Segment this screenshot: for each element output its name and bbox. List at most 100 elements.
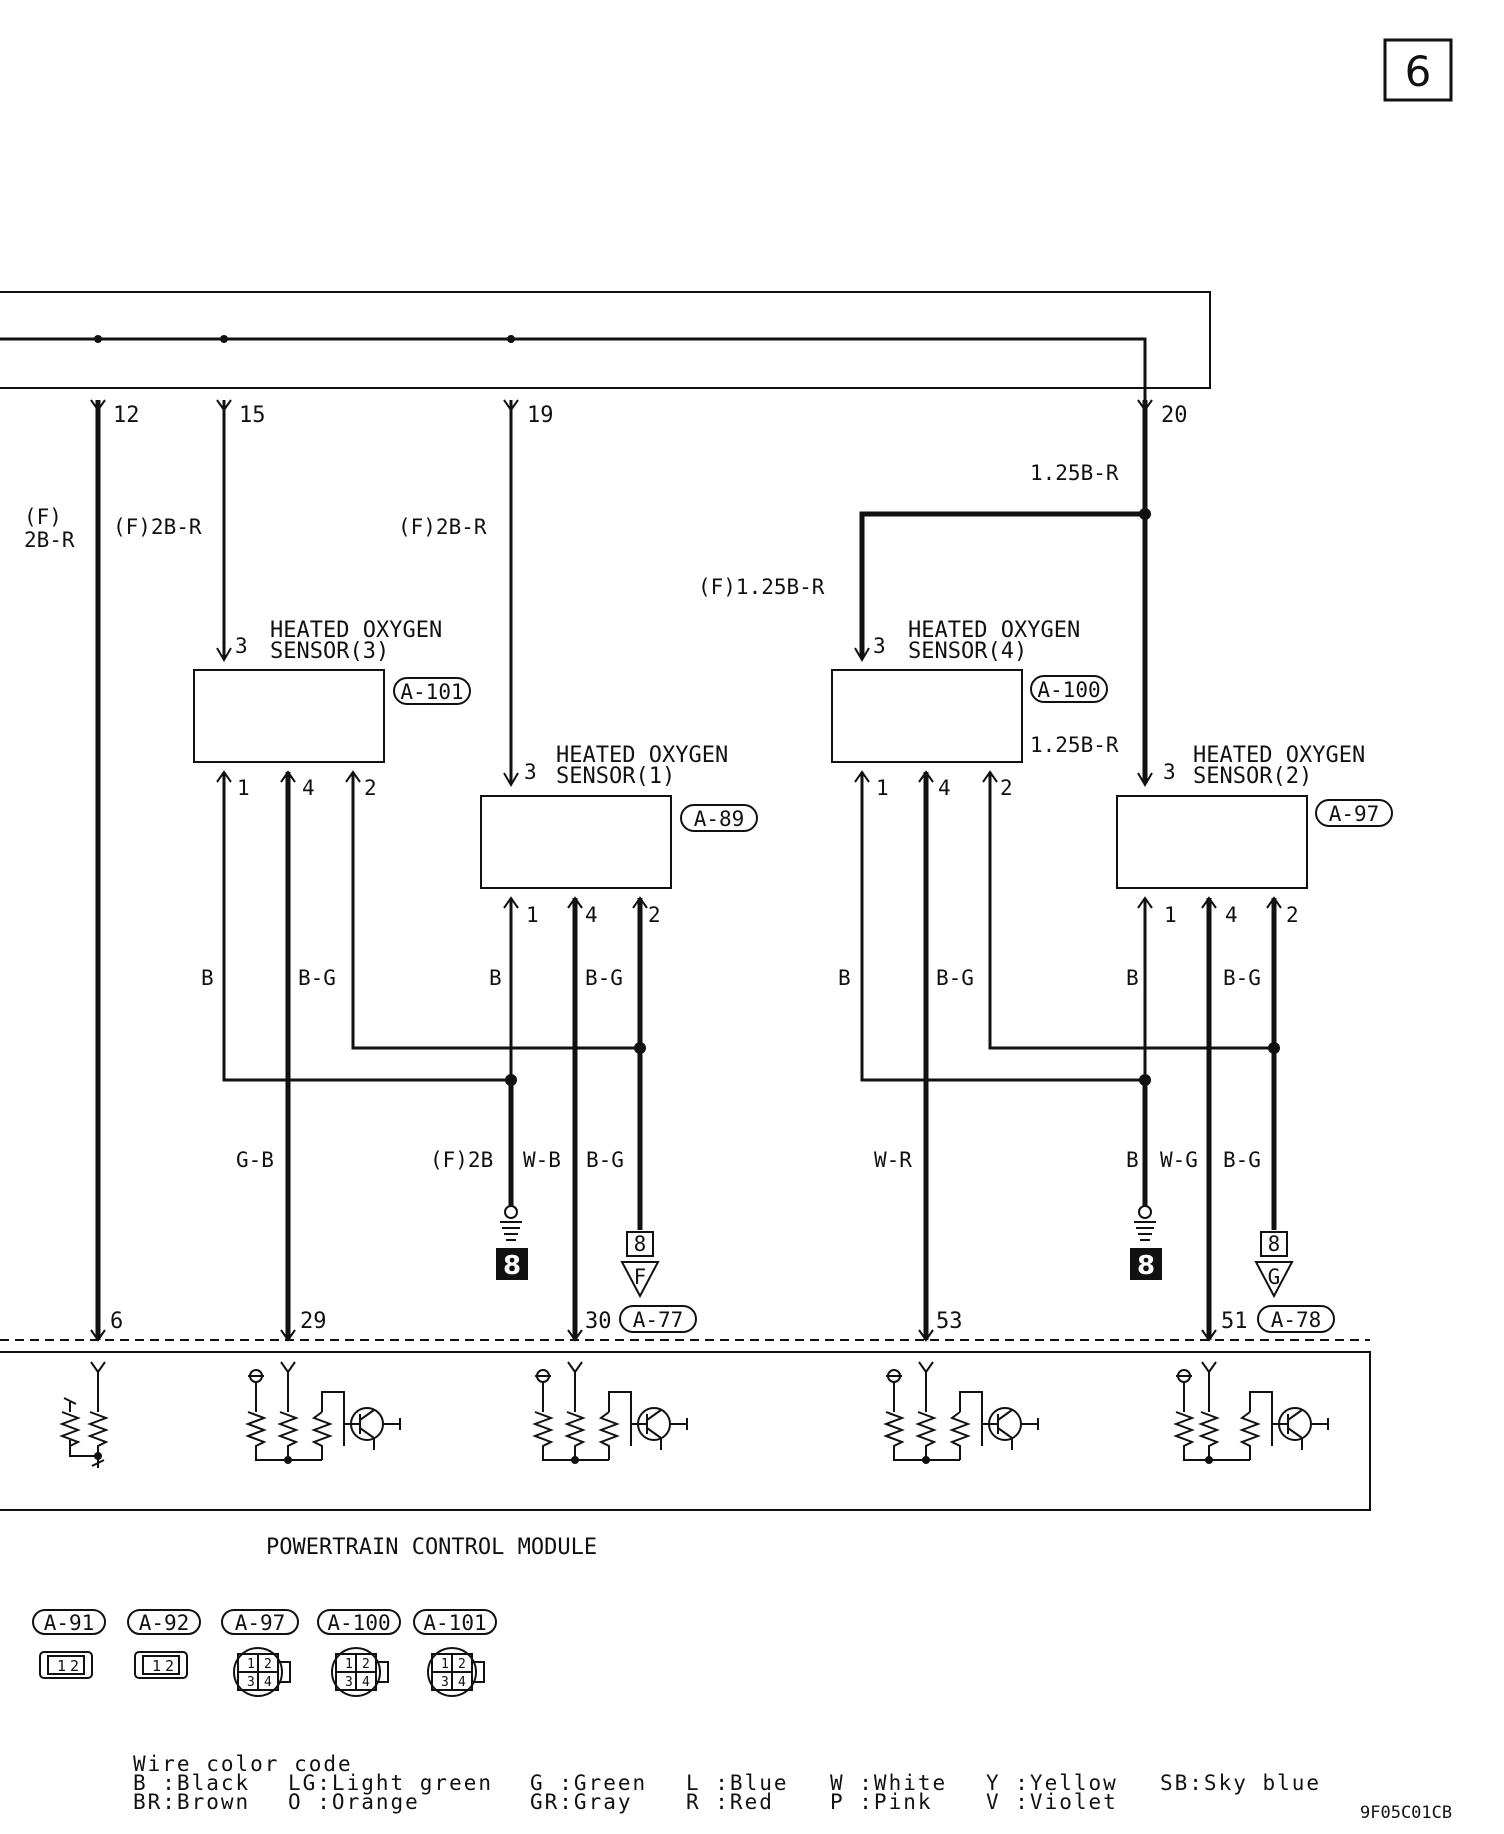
pcm-box [0,1339,1371,1511]
connector-a77: A-77 [633,1308,684,1332]
svg-text:G: G [1268,1265,1281,1289]
svg-text:3: 3 [235,634,248,658]
svg-text:2: 2 [362,1657,370,1672]
wire-pin20-branch [859,400,1148,658]
legend-title: Wire color code [133,1752,353,1776]
svg-text:P :Pink: P :Pink [830,1790,933,1814]
svg-text:A-97: A-97 [235,1611,286,1635]
pin-12-label: 12 [113,403,140,428]
wire-label-f125: (F)1.25B-R [698,575,825,599]
svg-text:B-G: B-G [936,966,974,990]
ground-left: 8 [496,1205,528,1281]
sensor-1-title: HEATED OXYGEN [556,743,728,768]
connector-a101: A-101 [400,680,463,704]
pin-19-label: 19 [527,403,554,428]
svg-text:6: 6 [110,1309,123,1334]
svg-text:SB:Sky blue: SB:Sky blue [1160,1771,1321,1795]
sensor-4: 3 HEATED OXYGEN SENSOR(4) A-100 1 4 2 [831,618,1108,800]
pin-20-label: 20 [1161,403,1188,428]
sensor-3: 3 HEATED OXYGEN SENSOR(3) A-101 1 4 2 [193,618,471,800]
svg-text:L :Blue: L :Blue [686,1771,789,1795]
svg-text:R :Red: R :Red [686,1790,774,1814]
svg-text:2: 2 [364,776,377,800]
svg-text:BR:Brown: BR:Brown [133,1790,250,1814]
sensor-2: 3 HEATED OXYGEN SENSOR(2) A-97 1 4 2 [1116,743,1393,927]
svg-text:B: B [1126,966,1139,990]
svg-text:F: F [634,1265,647,1289]
connector-a78: A-78 [1271,1308,1322,1332]
sensor-4-title: HEATED OXYGEN [908,618,1080,643]
top-bus [0,291,1211,400]
svg-text:4: 4 [1225,903,1238,927]
svg-text:O :Orange: O :Orange [288,1790,420,1814]
svg-text:A-101: A-101 [423,1611,486,1635]
svg-text:1: 1 [237,776,250,800]
wire-label-2b-r: 2B-R [24,528,75,552]
svg-text:W-R: W-R [874,1148,912,1172]
svg-text:B: B [838,966,851,990]
wire-label-pin19: (F)2B-R [398,515,487,539]
svg-text:V :Violet: V :Violet [986,1790,1118,1814]
svg-text:2: 2 [264,1657,272,1672]
svg-text:1: 1 [247,1657,255,1672]
svg-text:29: 29 [300,1309,327,1334]
svg-text:B: B [1126,1148,1139,1172]
svg-text:B: B [489,966,502,990]
sensor-1-subtitle: SENSOR(1) [556,764,675,789]
connector-a97: A-97 [1329,802,1380,826]
svg-text:4: 4 [458,1675,466,1690]
left-sensor-wiring [222,772,646,1340]
right-sensor-wiring [860,772,1280,1340]
svg-text:W :White: W :White [830,1771,947,1795]
svg-text:1: 1 [152,1657,161,1675]
svg-text:Y :Yellow: Y :Yellow [986,1771,1118,1795]
svg-text:51: 51 [1221,1309,1248,1334]
svg-text:A-92: A-92 [139,1611,190,1635]
svg-text:3: 3 [441,1675,449,1690]
wire-label-pin15: (F)2B-R [113,515,202,539]
svg-text:3: 3 [1163,760,1176,784]
svg-text:1: 1 [345,1657,353,1672]
sensor-3-title: HEATED OXYGEN [270,618,442,643]
svg-text:8: 8 [1137,1251,1155,1281]
wire-label-f: (F) [24,505,62,529]
svg-text:2: 2 [70,1657,79,1675]
connector-a100: A-100 [1037,678,1100,702]
svg-text:LG:Light green: LG:Light green [288,1771,493,1795]
junction-f: 8 F [620,1231,660,1299]
sensor-4-subtitle: SENSOR(4) [908,639,1027,664]
pcm-internals [59,1361,1329,1468]
sensor-2-title: HEATED OXYGEN [1193,743,1365,768]
svg-text:3: 3 [873,634,886,658]
svg-text:B-G: B-G [298,966,336,990]
wire-label-125-mid: 1.25B-R [1030,733,1119,757]
sensor-3-subtitle: SENSOR(3) [270,639,389,664]
figure-code: 9F05C01CB [1360,1803,1452,1823]
svg-text:B-G: B-G [1223,966,1261,990]
pin-15-label: 15 [239,403,266,428]
pcm-label: POWERTRAIN CONTROL MODULE [266,1535,597,1560]
svg-text:1: 1 [57,1657,66,1675]
svg-text:1: 1 [526,903,539,927]
svg-text:8: 8 [503,1251,521,1281]
sensor-2-subtitle: SENSOR(2) [1193,764,1312,789]
connector-a89: A-89 [694,807,745,831]
svg-text:30: 30 [585,1309,612,1334]
svg-text:A-91: A-91 [44,1611,95,1635]
svg-text:B-G: B-G [585,966,623,990]
svg-text:G :Green: G :Green [530,1771,647,1795]
top-pins: 12 15 19 20 [90,399,1188,428]
svg-text:W-B: W-B [523,1148,561,1172]
svg-text:8: 8 [1268,1232,1281,1256]
svg-text:(F)2B: (F)2B [430,1148,493,1172]
svg-text:1: 1 [1164,903,1177,927]
svg-text:2: 2 [1286,903,1299,927]
svg-text:8: 8 [634,1232,647,1256]
svg-text:G-B: G-B [236,1148,274,1172]
wire-label-125-top: 1.25B-R [1030,461,1119,485]
svg-text:B-G: B-G [586,1148,624,1172]
svg-text:B :Black: B :Black [133,1771,250,1795]
svg-text:B: B [201,966,214,990]
svg-text:2: 2 [1000,776,1013,800]
svg-text:53: 53 [936,1309,963,1334]
